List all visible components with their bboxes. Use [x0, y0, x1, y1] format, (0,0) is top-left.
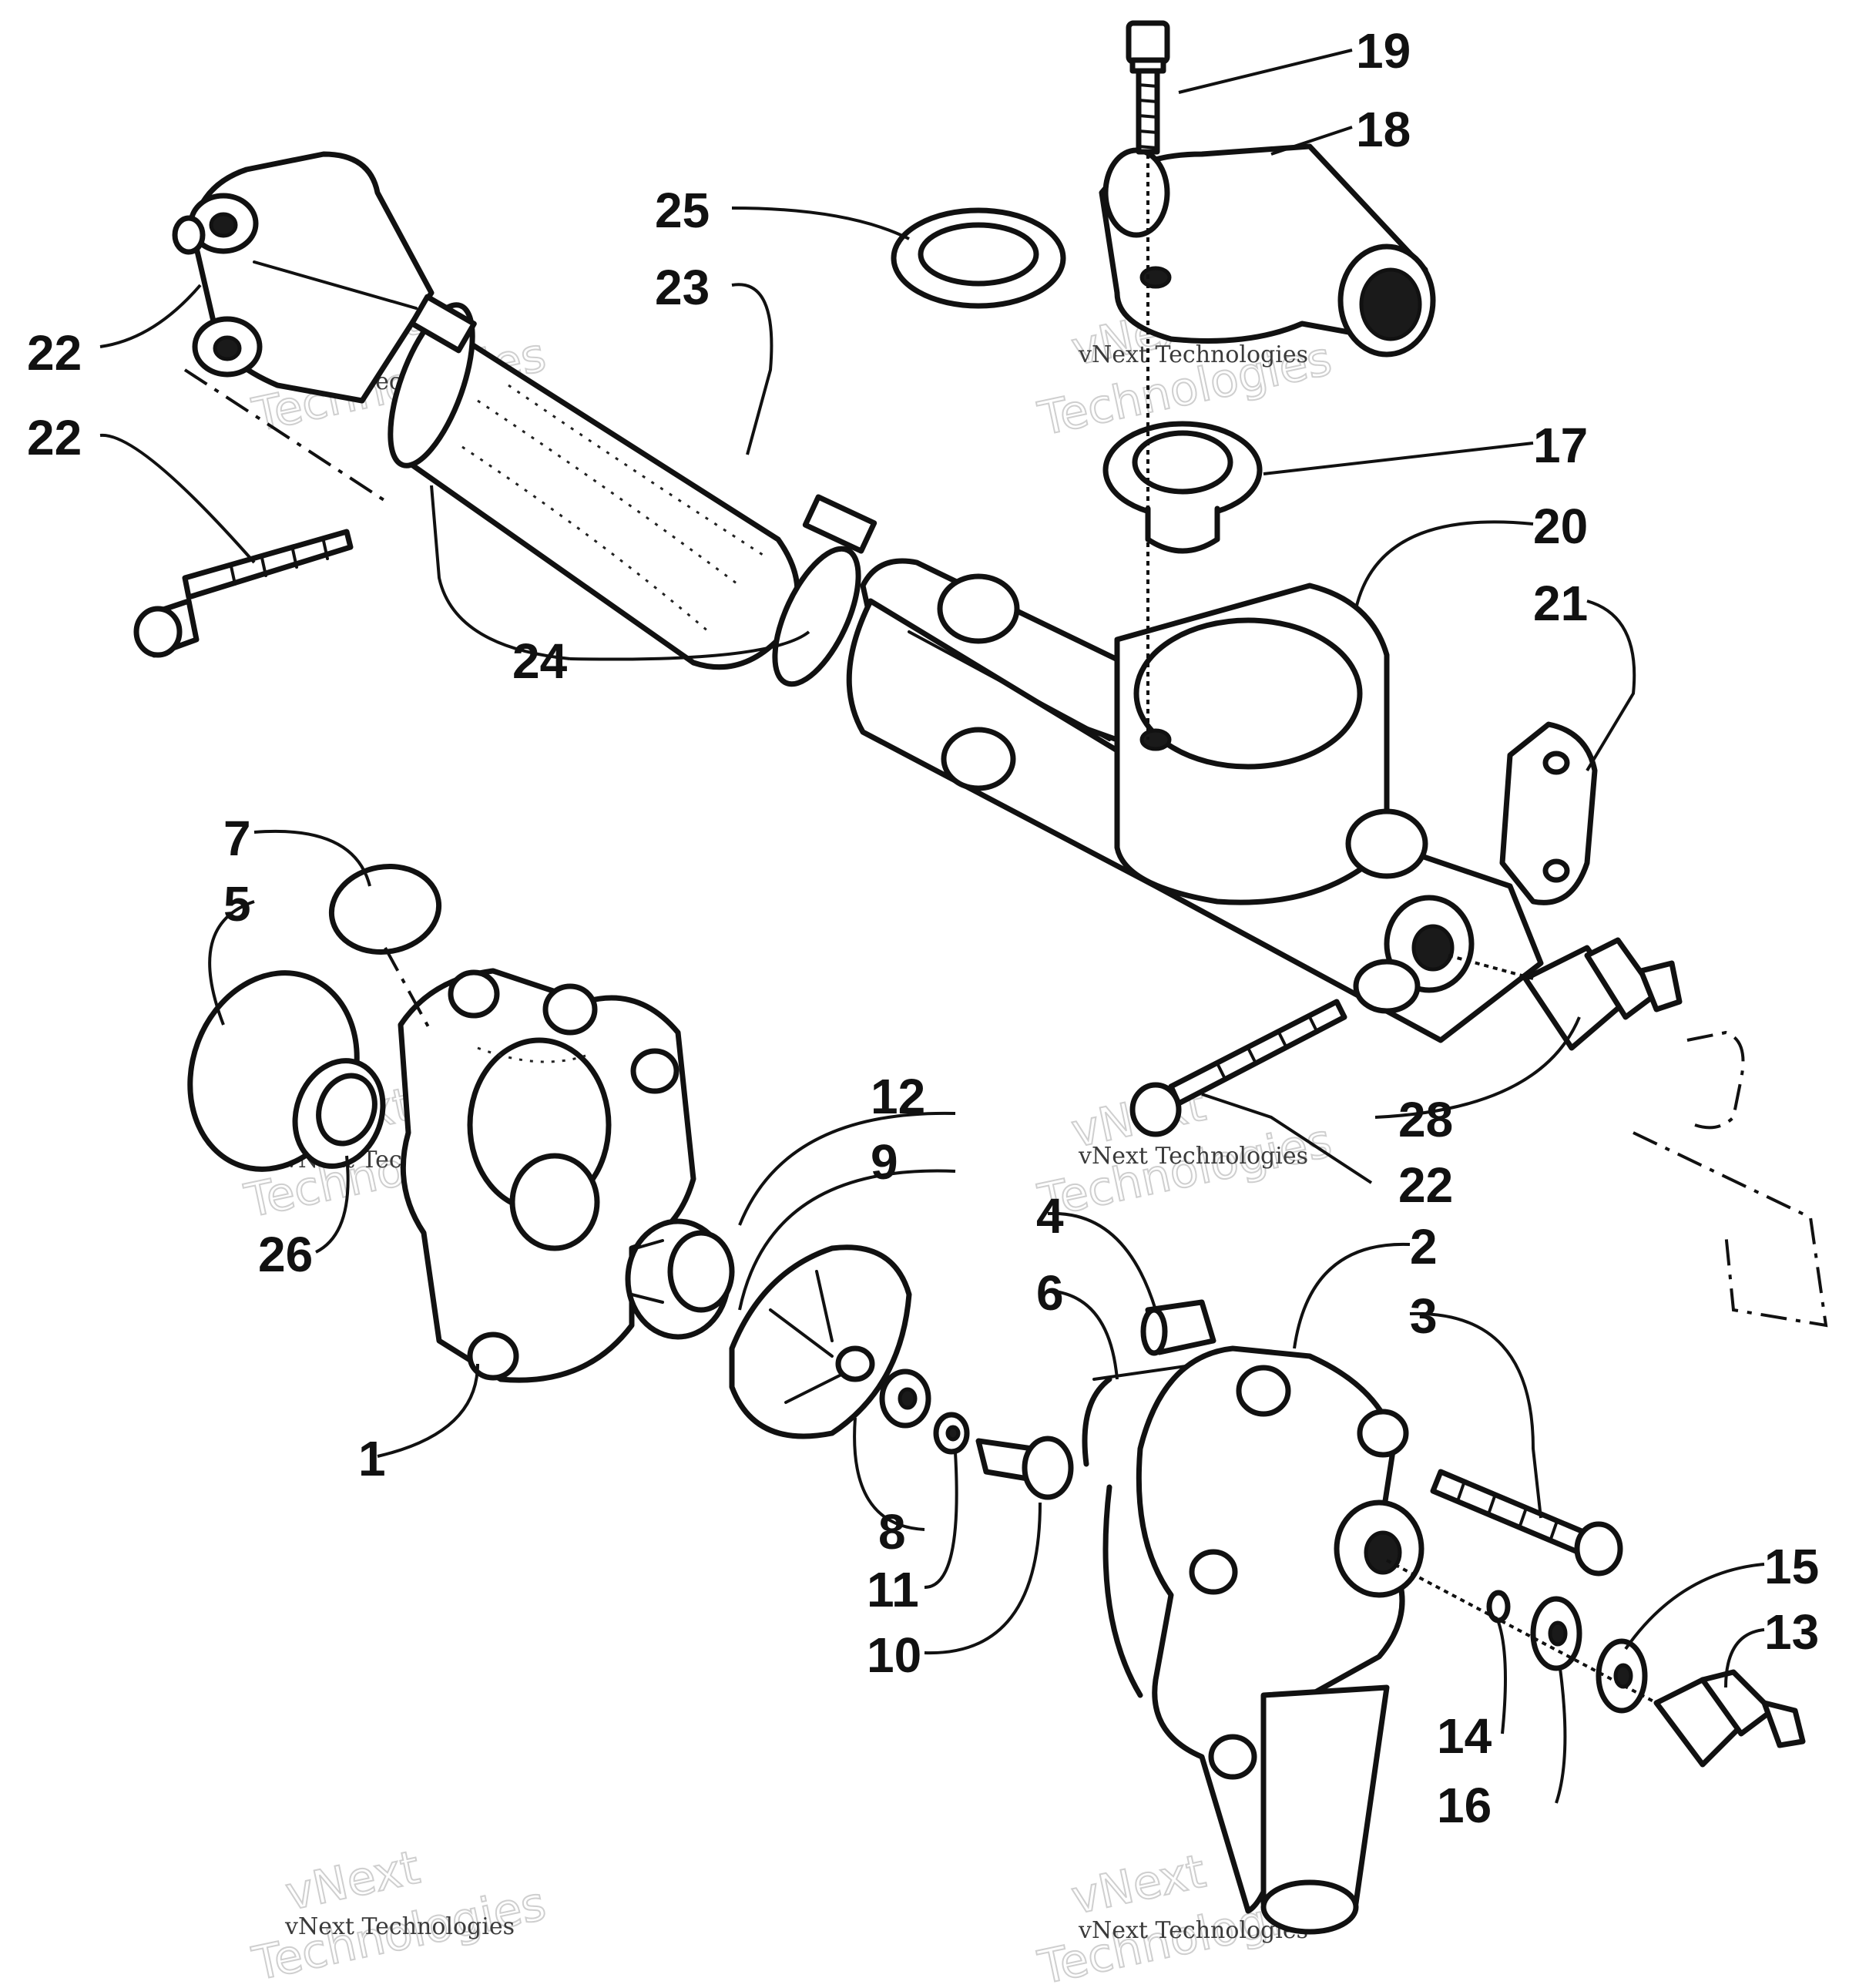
part-13-drain-bolt — [1653, 1669, 1806, 1768]
part-12-mechanical-seal — [625, 1218, 735, 1340]
callout-22-upper: 22 — [27, 410, 82, 465]
callout-24: 23 — [655, 260, 710, 315]
part-3-screw — [1430, 1469, 1623, 1577]
callout-5: 5 — [223, 876, 251, 932]
callout-2: 2 — [1410, 1219, 1438, 1274]
part-11-washer — [933, 1412, 970, 1455]
callout-16: 16 — [1437, 1778, 1492, 1833]
callout-4: 4 — [1036, 1188, 1064, 1244]
callout-9: 9 — [871, 1134, 898, 1190]
part-2-pump-cover — [1102, 1345, 1425, 1935]
part-20-thermostat-housing — [846, 558, 1544, 1043]
callout-28: 28 — [1398, 1092, 1453, 1147]
watermark-caption: vNext Technologies — [1078, 1143, 1308, 1170]
callout-12: 12 — [871, 1069, 925, 1124]
part-23-outlet-fitting — [172, 151, 435, 404]
callout-25: 24 — [512, 633, 568, 689]
callout-21: 21 — [1533, 576, 1588, 631]
assembly-axis-lines — [183, 368, 1657, 1704]
part-8-washer — [879, 1368, 931, 1429]
part-10-impeller-bolt — [975, 1436, 1074, 1500]
part-21-gasket — [1499, 721, 1598, 905]
part-27-oil-seal — [292, 1058, 386, 1169]
part-18-thermostat-cover — [1099, 143, 1436, 358]
part-25-hose-clamp-lower — [772, 494, 878, 687]
watermark-caption: vNext Technologies — [1078, 341, 1308, 368]
callout-7: 7 — [223, 811, 251, 866]
part-25-hose-clamp-upper — [388, 294, 477, 468]
leader-lines — [99, 49, 1765, 1804]
callout-19: 19 — [1356, 23, 1411, 79]
callout-labels: 19 18 25 23 22 22 24 17 20 21 28 22 12 9… — [27, 23, 1819, 1833]
part-19-bolt — [1126, 20, 1170, 740]
part-17-thermostat — [1102, 421, 1263, 554]
callout-14: 14 — [1437, 1708, 1492, 1764]
callout-13: 13 — [1764, 1604, 1819, 1660]
callout-3: 3 — [1410, 1288, 1438, 1344]
part-22-bolt-upper — [133, 529, 354, 658]
part-9-impeller — [729, 1244, 912, 1439]
watermark-bottom-left: vNext Technologies — [247, 1840, 552, 1988]
callout-15: 15 — [1764, 1539, 1819, 1594]
callout-8: 8 — [878, 1504, 906, 1560]
part-15-washer — [1596, 1638, 1648, 1714]
callout-26: 25 — [655, 183, 710, 238]
part-wire-connector — [1633, 1030, 1828, 1328]
callout-1: 1 — [358, 1431, 386, 1486]
part-7-o-ring-small — [328, 863, 442, 955]
callout-10: 10 — [867, 1627, 921, 1683]
part-4-dowel-pin — [1140, 1299, 1216, 1356]
callout-11: 11 — [867, 1562, 919, 1617]
callout-27: 26 — [258, 1227, 313, 1282]
callout-6: 6 — [1036, 1265, 1064, 1321]
callout-18: 18 — [1356, 102, 1411, 157]
part-16-washer — [1530, 1596, 1582, 1671]
callout-17: 17 — [1533, 418, 1588, 473]
callout-22-lower: 22 — [1398, 1157, 1453, 1213]
callout-23: 22 — [27, 325, 82, 381]
part-26-seal — [891, 207, 1066, 309]
part-14-o-ring — [1486, 1590, 1511, 1624]
part-22-bolt-lower — [1129, 999, 1347, 1137]
part-28-temp-sensor — [1522, 937, 1683, 1051]
watermark-caption: vNext Technologies — [284, 1913, 515, 1940]
callout-20: 20 — [1533, 499, 1588, 554]
